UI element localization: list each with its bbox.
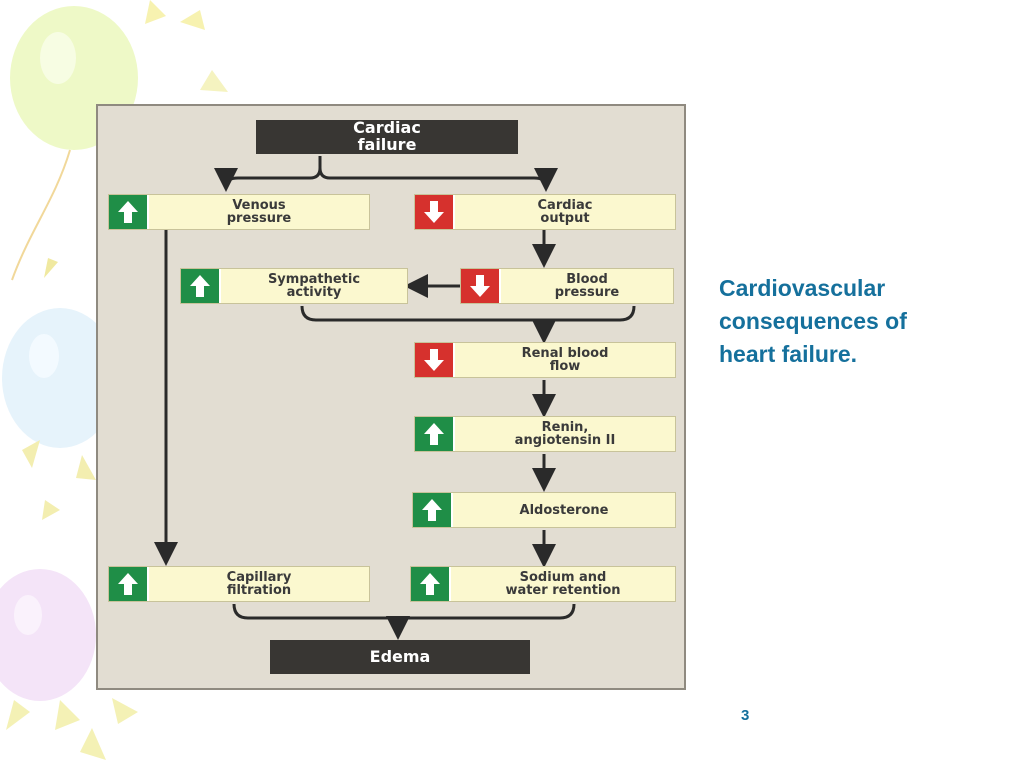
increase-arrow-icon (109, 567, 149, 601)
node-label: Sympathetic activity (267, 272, 361, 300)
increase-arrow-icon (181, 269, 221, 303)
increase-arrow-icon (411, 567, 451, 601)
increase-arrow-icon (413, 493, 453, 527)
node-label: Aldosterone (519, 502, 609, 518)
node-label: Blood pressure (554, 272, 620, 300)
connector-lines (154, 156, 636, 640)
renin-angiotensin-node: Renin, angiotensin II (414, 416, 676, 452)
node-label: Venous pressure (226, 198, 292, 226)
node-label: Sodium and water retention (505, 570, 621, 598)
renal-blood-flow-node: Renal blood flow (414, 342, 676, 378)
page-number: 3 (741, 707, 750, 724)
cardiac-failure-box: Cardiac failure (256, 119, 518, 154)
decrease-arrow-icon (415, 343, 455, 377)
edema-box: Edema (270, 640, 530, 674)
blood-pressure-node: Blood pressure (460, 268, 674, 304)
decrease-arrow-icon (415, 195, 455, 229)
venous-pressure-node: Venous pressure (108, 194, 370, 230)
increase-arrow-icon (109, 195, 149, 229)
node-label: Capillary filtration (226, 570, 292, 598)
node-label: Cardiac output (537, 198, 593, 226)
capillary-filtration-node: Capillary filtration (108, 566, 370, 602)
cardiac-output-node: Cardiac output (414, 194, 676, 230)
node-label: Renin, angiotensin II (514, 420, 616, 448)
flowchart-panel: Cardiac failure Venous pressure Cardiac … (96, 104, 686, 690)
sympathetic-activity-node: Sympathetic activity (180, 268, 408, 304)
increase-arrow-icon (415, 417, 455, 451)
slide-caption: Cardiovascular consequences of heart fai… (719, 275, 907, 367)
node-label: Renal blood flow (521, 346, 609, 374)
decrease-arrow-icon (461, 269, 501, 303)
aldosterone-node: Aldosterone (412, 492, 676, 528)
sodium-water-retention-node: Sodium and water retention (410, 566, 676, 602)
